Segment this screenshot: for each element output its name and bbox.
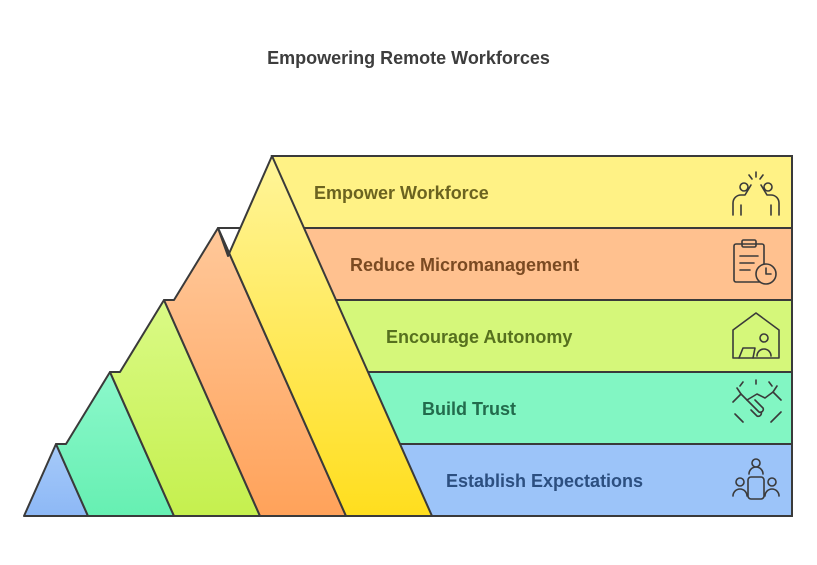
triangle-yellow — [217, 155, 433, 517]
band-label: Establish Expectations — [446, 471, 643, 491]
band-label: Empower Workforce — [314, 183, 489, 203]
diagram-title: Empowering Remote Workforces — [267, 48, 550, 68]
band-label: Build Trust — [422, 399, 516, 419]
handshake-icon — [732, 379, 782, 423]
band-label: Reduce Micromanagement — [350, 255, 579, 275]
band-empower-workforce: Empower Workforce — [270, 155, 793, 229]
meeting-table-icon — [732, 458, 780, 500]
home-office-icon — [732, 312, 780, 359]
clipboard-clock-icon — [733, 239, 777, 285]
high-five-icon — [732, 171, 780, 216]
band-label: Encourage Autonomy — [386, 327, 572, 347]
